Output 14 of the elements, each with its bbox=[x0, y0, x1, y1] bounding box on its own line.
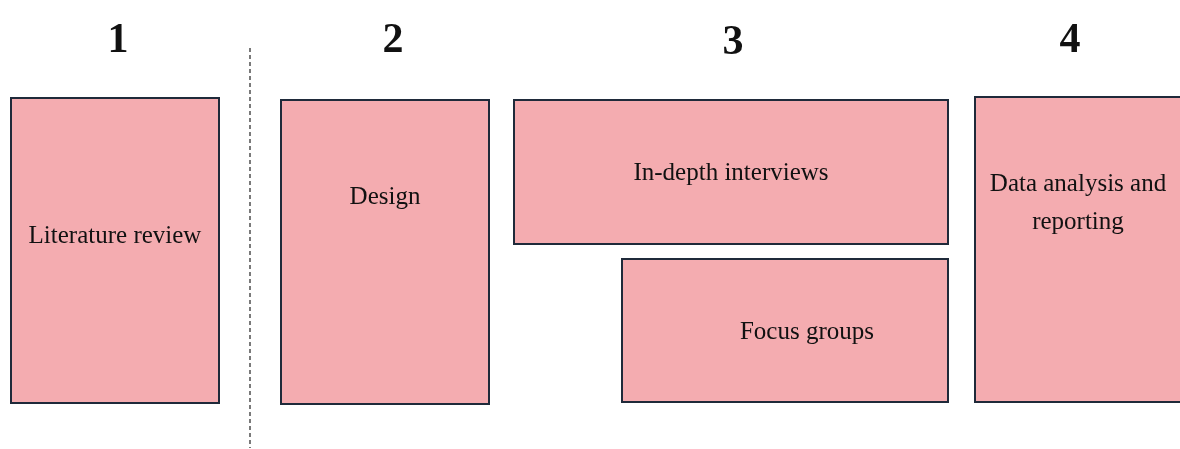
process-box bbox=[974, 96, 1180, 403]
process-box bbox=[621, 258, 949, 403]
box-label: Design bbox=[349, 181, 421, 211]
step-number: 3 bbox=[722, 19, 744, 61]
step-number: 2 bbox=[382, 17, 404, 59]
process-box bbox=[10, 97, 220, 404]
box-label: Data analysis and reporting bbox=[988, 167, 1168, 236]
process-box bbox=[513, 99, 949, 245]
process-box bbox=[280, 99, 490, 405]
box-label: In-depth interviews bbox=[633, 157, 829, 187]
box-label: Focus groups bbox=[739, 315, 874, 346]
step-number: 4 bbox=[1059, 17, 1081, 59]
box-label: Literature review bbox=[28, 219, 202, 250]
step-number: 1 bbox=[107, 17, 129, 59]
